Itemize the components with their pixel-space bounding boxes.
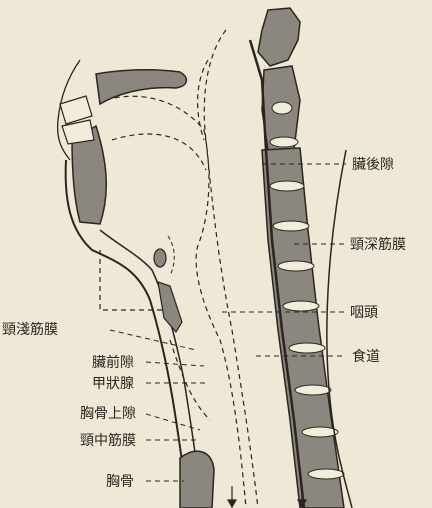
disc [283,301,319,311]
disc [289,343,325,353]
disc [270,181,304,191]
sternum-bone [180,451,214,508]
label-superficial-cervical-fascia: 頸淺筋膜 [2,321,58,338]
disc [295,385,331,395]
disc [272,102,292,114]
label-middle-cervical-fascia: 頸中筋膜 [80,432,136,449]
disc [308,469,344,479]
hyoid [154,249,166,267]
label-sternum: 胸骨 [106,474,134,490]
disc [278,261,314,271]
label-retrovisceral-space: 臟後隙 [352,157,394,173]
disc [273,221,309,231]
label-esophagus: 食道 [352,348,380,365]
disc [270,137,298,147]
disc [302,427,338,437]
label-deep-cervical-fascia: 頸深筋膜 [350,236,406,253]
label-thyroid-gland: 甲狀腺 [92,376,134,392]
label-pharynx: 咽頭 [350,305,378,321]
label-suprasternal-space: 胸骨上隙 [80,406,136,422]
label-previsceral-space: 臟前隙 [92,354,134,371]
